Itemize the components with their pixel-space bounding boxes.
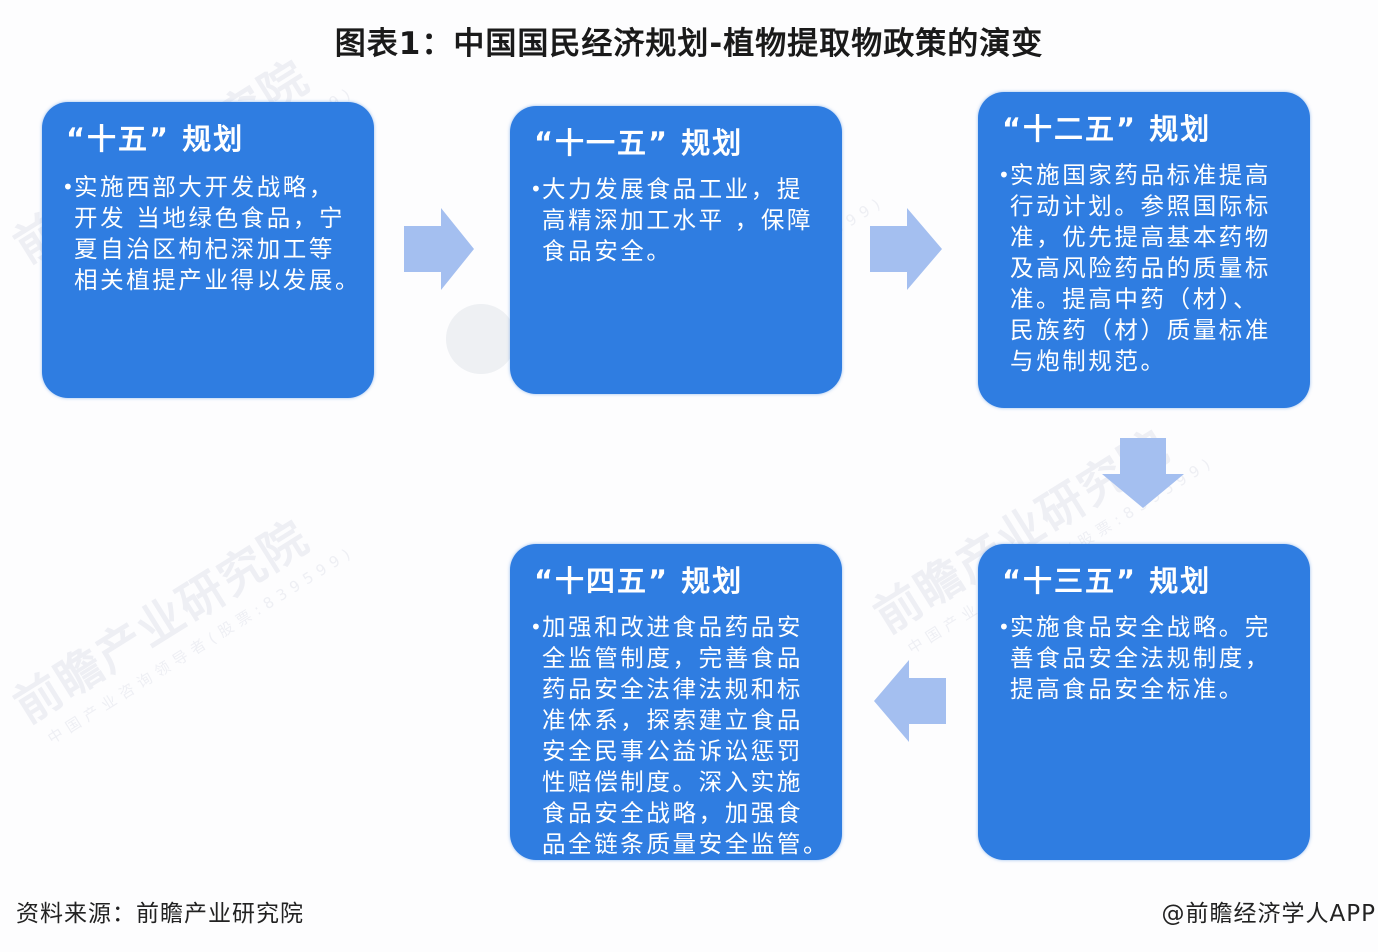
plan-heading: “十三五” 规划	[1002, 564, 1212, 598]
chart-title: 图表1：中国国民经济规划-植物提取物政策的演变	[334, 26, 1044, 62]
plan-box-10th: “十五” 规划 • 实施西部大开发战略， 开发 当地绿色食品，宁 夏自治区枸杞深…	[42, 102, 374, 398]
credit-note: @前瞻经济学人APP	[1161, 901, 1376, 927]
arrow-right-icon	[404, 208, 474, 290]
arrow-left-icon	[874, 660, 946, 742]
plan-heading: “十五” 规划	[66, 122, 245, 156]
plan-description: • 实施国家药品标准提高 行动计划。参照国际标 准，优先提高基本药物 及高风险药…	[998, 161, 1271, 375]
bullet-icon: •	[530, 615, 545, 639]
plan-box-12th: “十二五” 规划 • 实施国家药品标准提高 行动计划。参照国际标 准，优先提高基…	[978, 92, 1310, 408]
source-note: 资料来源：前瞻产业研究院	[16, 901, 304, 927]
watermark: 前瞻产业研究院 中国产业咨询领导者(股票:839599)	[4, 509, 359, 748]
arrow-right-icon	[870, 208, 942, 290]
plan-box-13th: “十三五” 规划 • 实施食品安全战略。完 善食品安全法规制度， 提高食品安全标…	[978, 544, 1310, 860]
plan-box-11th: “十一五” 规划 • 大力发展食品工业，提 高精深加工水平 ，保障 食品安全。	[510, 106, 842, 394]
arrow-down-icon	[1102, 438, 1184, 508]
plan-description: • 加强和改进食品药品安 全监管制度，完善食品 药品安全法律法规和标 准体系，探…	[530, 613, 830, 858]
plan-description: • 实施食品安全战略。完 善食品安全法规制度， 提高食品安全标准。	[998, 613, 1271, 703]
bullet-icon: •	[998, 615, 1013, 639]
plan-heading: “十四五” 规划	[534, 564, 744, 598]
plan-description: • 大力发展食品工业，提 高精深加工水平 ，保障 食品安全。	[530, 175, 814, 265]
bullet-icon: •	[62, 175, 77, 199]
plan-heading: “十一五” 规划	[534, 126, 744, 160]
watermark-logo-icon	[446, 304, 516, 374]
plan-description: • 实施西部大开发战略， 开发 当地绿色食品，宁 夏自治区枸杞深加工等 相关植提…	[62, 173, 362, 294]
bullet-icon: •	[998, 163, 1013, 187]
plan-box-14th: “十四五” 规划 • 加强和改进食品药品安 全监管制度，完善食品 药品安全法律法…	[510, 544, 842, 860]
plan-heading: “十二五” 规划	[1002, 112, 1212, 146]
bullet-icon: •	[530, 177, 545, 201]
